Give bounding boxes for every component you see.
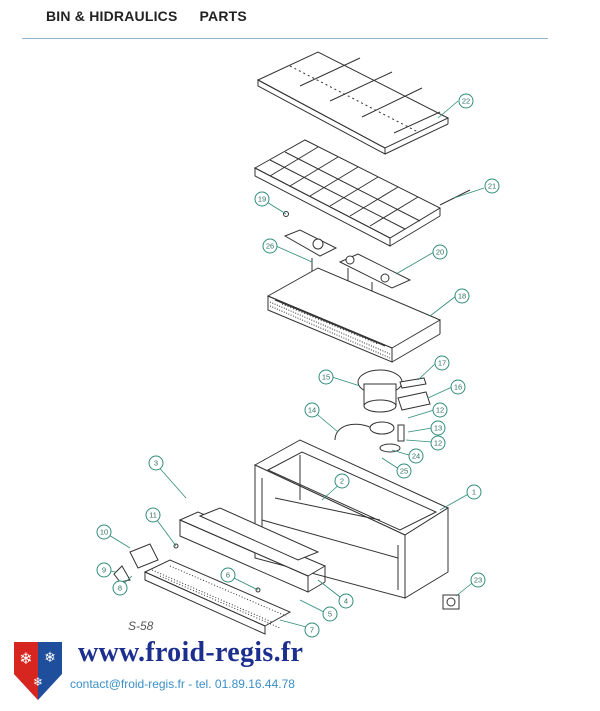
callout-7: 7 <box>304 622 320 638</box>
svg-text:6: 6 <box>226 571 230 580</box>
svg-text:❄: ❄ <box>33 675 43 689</box>
callout-21: 21 <box>484 178 500 194</box>
part-grille <box>143 559 292 635</box>
callout-22: 22 <box>458 93 474 109</box>
part-screws <box>173 211 289 593</box>
header-divider <box>22 38 548 39</box>
callout-26: 26 <box>262 238 278 254</box>
callout-14: 14 <box>304 402 320 418</box>
svg-text:❄: ❄ <box>44 650 56 666</box>
callout-16: 16 <box>450 379 466 395</box>
svg-text:3: 3 <box>154 459 158 468</box>
part-hose <box>334 421 405 453</box>
callout-15: 15 <box>318 369 334 385</box>
callout-17: 17 <box>434 355 450 371</box>
part-bracket <box>113 543 159 583</box>
part-bin-cabinet <box>253 439 450 599</box>
callout-12b: 12 <box>430 435 446 451</box>
part-thermostat <box>442 594 460 610</box>
callout-2: 2 <box>334 473 350 489</box>
svg-text:12: 12 <box>436 406 444 415</box>
svg-text:24: 24 <box>412 452 420 461</box>
svg-text:15: 15 <box>322 373 330 382</box>
callout-12: 12 <box>432 402 448 418</box>
callout-19: 19 <box>254 191 270 207</box>
callout-5: 5 <box>322 606 338 622</box>
svg-text:11: 11 <box>149 511 157 520</box>
callout-1: 1 <box>466 484 482 500</box>
svg-text:2: 2 <box>340 477 344 486</box>
diagram-reference: S-58 <box>128 619 154 633</box>
callout-10: 10 <box>96 524 112 540</box>
svg-text:❄: ❄ <box>19 649 32 668</box>
svg-text:1: 1 <box>472 488 476 497</box>
callout-4: 4 <box>338 593 354 609</box>
svg-text:21: 21 <box>488 182 496 191</box>
svg-text:5: 5 <box>328 610 332 619</box>
svg-text:25: 25 <box>400 467 408 476</box>
part-top-panel <box>256 51 450 155</box>
svg-text:20: 20 <box>436 248 444 257</box>
contact-info[interactable]: contact@froid-regis.fr - tel. 01.89.16.4… <box>70 677 295 691</box>
svg-text:18: 18 <box>458 292 466 301</box>
svg-text:4: 4 <box>344 597 348 606</box>
svg-text:16: 16 <box>454 383 462 392</box>
svg-text:9: 9 <box>102 566 106 575</box>
callout-24: 24 <box>408 448 424 464</box>
froid-regis-logo-icon: ❄ ❄ ❄ <box>14 642 62 700</box>
svg-text:26: 26 <box>266 242 274 251</box>
svg-text:13: 13 <box>434 424 442 433</box>
svg-text:14: 14 <box>308 406 316 415</box>
part-pump <box>357 369 431 413</box>
callout-6: 6 <box>220 567 236 583</box>
svg-text:12: 12 <box>434 439 442 448</box>
callout-25: 25 <box>396 463 412 479</box>
callout-11: 11 <box>145 507 161 523</box>
part-front-panel <box>178 507 327 593</box>
callout-9: 9 <box>96 562 112 578</box>
part-water-tray <box>266 267 442 363</box>
svg-text:17: 17 <box>438 359 446 368</box>
callout-20: 20 <box>432 244 448 260</box>
callout-23: 23 <box>470 572 486 588</box>
callout-8: 8 <box>112 580 128 596</box>
svg-text:23: 23 <box>474 576 482 585</box>
callout-3: 3 <box>148 455 164 471</box>
section-label: BIN & HIDRAULICS <box>46 8 178 24</box>
website-link[interactable]: www.froid-regis.fr <box>78 637 304 668</box>
callout-13: 13 <box>430 420 446 436</box>
page-header: BIN & HIDRAULICS PARTS <box>46 8 247 24</box>
callout-18: 18 <box>454 288 470 304</box>
svg-text:8: 8 <box>118 584 122 593</box>
page-title: PARTS <box>199 8 247 24</box>
part-evaporator <box>253 139 471 247</box>
svg-text:10: 10 <box>100 528 108 537</box>
svg-text:22: 22 <box>462 97 470 106</box>
svg-text:19: 19 <box>258 195 266 204</box>
svg-text:7: 7 <box>310 626 314 635</box>
